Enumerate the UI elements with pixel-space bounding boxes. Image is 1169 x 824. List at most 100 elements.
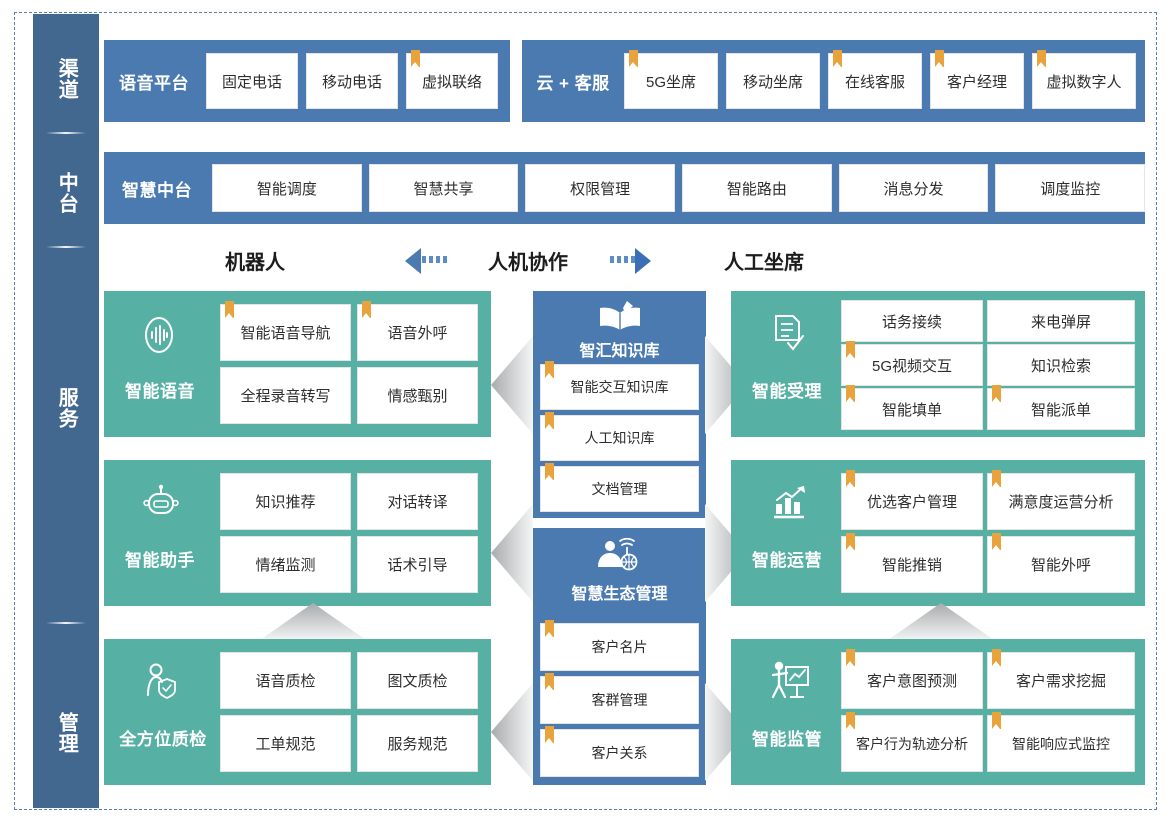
arrow-right-dash [610, 256, 636, 263]
panel-knowledge-base-title: 智汇知识库 [579, 343, 660, 360]
chip-emotion-detection[interactable]: 情感甄别 [357, 367, 478, 424]
chip-label: 情感甄别 [387, 388, 448, 405]
chip-message-distribution[interactable]: 消息分发 [838, 164, 989, 212]
sidebar-item-management[interactable]: 管理 [33, 694, 99, 772]
bookmark-icon [846, 649, 855, 666]
chip-mobile-phone[interactable]: 移动电话 [306, 53, 398, 109]
chip-label: 知识检索 [1030, 357, 1091, 375]
chip-satisfaction-operation-analysis[interactable]: 满意度运营分析 [987, 470, 1135, 530]
chip-knowledge-recommendation[interactable]: 知识推荐 [220, 473, 351, 530]
arrow-up-right-icon [888, 603, 994, 640]
panel-smart-ecosystem-management-title: 智慧生态管理 [571, 586, 668, 603]
cloud-service-title: 云 + 客服 [536, 73, 610, 93]
chip-script-guidance[interactable]: 话术引导 [357, 536, 478, 593]
diagram-outer-border [14, 12, 1157, 810]
chip-virtual-contact[interactable]: 虚拟联络 [406, 50, 498, 109]
chip-label: 全程录音转写 [240, 388, 331, 405]
chip-mobile-seat[interactable]: 移动坐席 [726, 53, 820, 109]
chip-account-manager[interactable]: 客户经理 [930, 50, 1024, 109]
sidebar-item-service[interactable]: 服务 [33, 369, 99, 447]
chip-smart-responsive-monitoring[interactable]: 智能响应式监控 [987, 712, 1135, 772]
bookmark-icon [846, 470, 855, 487]
arrow-right-icon [635, 248, 651, 274]
chip-label: 移动电话 [321, 73, 382, 91]
chip-smart-voice-navigation[interactable]: 智能语音导航 [220, 301, 351, 361]
chip-service-standard[interactable]: 服务规范 [357, 715, 478, 772]
arrow-left-icon [405, 248, 421, 274]
label-human-machine-collab: 人机协作 [488, 252, 568, 274]
bookmark-icon [545, 361, 554, 378]
chip-label: 调度监控 [1040, 180, 1101, 198]
bookmark-icon [846, 385, 855, 402]
chip-5g-seat[interactable]: 5G坐席 [624, 50, 718, 109]
chip-smart-dispatch-order[interactable]: 智能派单 [987, 385, 1135, 430]
voice-platform-title: 语音平台 [119, 73, 189, 93]
sidebar-item-channel[interactable]: 渠道 [33, 40, 99, 118]
midplatform-title: 智慧中台 [122, 180, 192, 200]
presenter-board-icon [769, 659, 811, 708]
chip-full-recording-transcription[interactable]: 全程录音转写 [220, 367, 351, 424]
channel-band-cloud-service: 云 + 客服 5G坐席 移动坐席 在线客服 客户经理 虚拟数字人 [522, 40, 1145, 122]
chip-knowledge-search[interactable]: 知识检索 [987, 344, 1135, 386]
chip-smart-marketing[interactable]: 智能推销 [841, 533, 983, 593]
chip-voice-quality-inspection[interactable]: 语音质检 [220, 652, 351, 709]
chip-label: 知识推荐 [255, 494, 316, 511]
chip-document-management[interactable]: 文档管理 [540, 463, 699, 512]
panel-smart-acceptance-title: 智能受理 [752, 382, 822, 401]
chip-label: 客户需求挖掘 [1015, 673, 1106, 690]
chip-incoming-call-popup[interactable]: 来电弹屏 [987, 300, 1135, 342]
chip-customer-intent-prediction[interactable]: 客户意图预测 [841, 649, 983, 709]
bookmark-icon [992, 533, 1001, 550]
chip-customer-behavior-trajectory-analysis[interactable]: 客户行为轨迹分析 [841, 712, 983, 772]
chip-label: 5G视频交互 [871, 357, 952, 375]
chip-ticket-standard[interactable]: 工单规范 [220, 715, 351, 772]
chip-dispatch-monitoring[interactable]: 调度监控 [995, 164, 1146, 212]
bookmark-icon [992, 385, 1001, 402]
chip-virtual-human[interactable]: 虚拟数字人 [1032, 50, 1136, 109]
chip-customer-demand-mining[interactable]: 客户需求挖掘 [987, 649, 1135, 709]
chip-smart-interactive-knowledge-base[interactable]: 智能交互知识库 [540, 361, 699, 410]
chip-smart-sharing[interactable]: 智慧共享 [368, 164, 519, 212]
bookmark-icon [545, 726, 554, 743]
bookmark-icon [846, 712, 855, 729]
chip-smart-dispatch[interactable]: 智能调度 [212, 164, 362, 212]
bookmark-icon [225, 301, 234, 318]
chip-voice-outbound[interactable]: 语音外呼 [357, 301, 478, 361]
chip-dialogue-translation[interactable]: 对话转译 [357, 473, 478, 530]
chip-smart-outbound-call[interactable]: 智能外呼 [987, 533, 1135, 593]
left-sidebar: 渠道 中台 服务 管理 [33, 14, 99, 808]
chip-text-image-quality-inspection[interactable]: 图文质检 [357, 652, 478, 709]
chip-call-connection[interactable]: 话务接续 [841, 300, 983, 342]
chip-smart-form-filling[interactable]: 智能填单 [841, 385, 983, 430]
chip-label: 优选客户管理 [866, 494, 957, 511]
chip-label: 智能响应式监控 [1012, 735, 1110, 752]
chip-label: 话务接续 [881, 313, 942, 331]
collaboration-header-row: 机器人 人机协作 人工坐席 [100, 238, 1145, 282]
chip-label: 智慧共享 [413, 180, 474, 198]
chip-customer-card[interactable]: 客户名片 [540, 620, 699, 671]
chip-online-service[interactable]: 在线客服 [828, 50, 922, 109]
form-check-icon [769, 312, 805, 359]
bookmark-icon [833, 50, 842, 67]
chip-preferred-customer-management[interactable]: 优选客户管理 [841, 470, 983, 530]
panel-smart-operations-title: 智能运营 [752, 551, 822, 570]
bookmark-icon [629, 50, 638, 67]
chip-smart-routing[interactable]: 智能路由 [682, 164, 832, 212]
chevron-left-icon-2 [491, 504, 533, 602]
chip-customer-group-management[interactable]: 客群管理 [540, 673, 699, 724]
sidebar-item-midplatform[interactable]: 中台 [33, 154, 99, 232]
chip-label: 客户经理 [946, 73, 1007, 91]
chip-customer-relationship[interactable]: 客户关系 [540, 726, 699, 777]
chip-fixed-phone[interactable]: 固定电话 [206, 53, 298, 109]
chip-label: 消息分发 [883, 180, 944, 198]
sidebar-item-management-label: 管理 [55, 712, 78, 754]
chip-5g-video-interaction[interactable]: 5G视频交互 [841, 341, 983, 386]
chip-manual-knowledge-base[interactable]: 人工知识库 [540, 412, 699, 461]
chart-growth-icon [771, 484, 809, 527]
chip-permission-management[interactable]: 权限管理 [525, 164, 676, 212]
chip-label: 智能语音导航 [240, 325, 331, 342]
panel-smart-ecosystem-management: 智慧生态管理 客户名片 客群管理 客户关系 [533, 528, 706, 785]
chip-emotion-monitoring[interactable]: 情绪监测 [220, 536, 351, 593]
panel-smart-voice: 智能语音 智能语音导航 语音外呼 全程录音转写 情感甄别 [104, 291, 491, 437]
chevron-left-icon-3 [491, 683, 533, 781]
